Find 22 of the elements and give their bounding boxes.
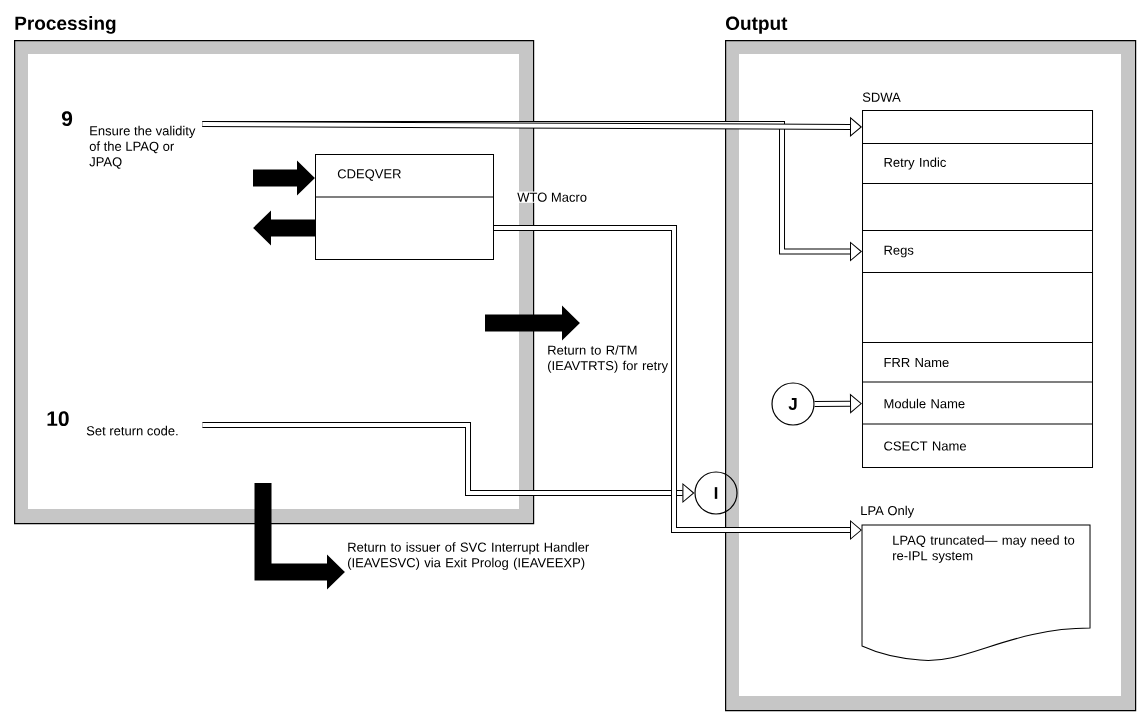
empty-row	[862, 183, 1093, 231]
table-row: Regs	[884, 245, 914, 258]
arrow	[202, 422, 695, 503]
step-text: 9 Ensure the validity of the LPAQ or JPAQ	[61, 111, 196, 169]
note-text: Return to issuer of SVC Interrupt Handler (IEAVESVC) via Exit Prolog (IEAVEEXP)	[348, 542, 589, 570]
node-label: SDWA	[862, 92, 901, 102]
edge-label: WTO Macro	[516, 191, 589, 203]
module-box: CDEQVER	[314, 154, 494, 260]
empty-row	[862, 272, 1093, 343]
node-label: LPA Only	[861, 505, 915, 518]
table-row: Retry Indic	[884, 157, 946, 170]
arrow	[814, 394, 862, 414]
empty-row	[862, 110, 1093, 144]
table-row: FRR Name	[884, 357, 949, 368]
note-text: Return to R/TM (IEAVTRTS) for retry	[548, 345, 669, 373]
node-label: Processing	[15, 16, 116, 34]
arrow	[202, 117, 862, 137]
arrow	[494, 225, 862, 540]
node-label: Output	[726, 16, 788, 34]
step-text: 10 Set return code.	[47, 411, 178, 436]
table-row: CSECT Name	[884, 441, 966, 451]
table-row: Module Name	[884, 398, 965, 409]
